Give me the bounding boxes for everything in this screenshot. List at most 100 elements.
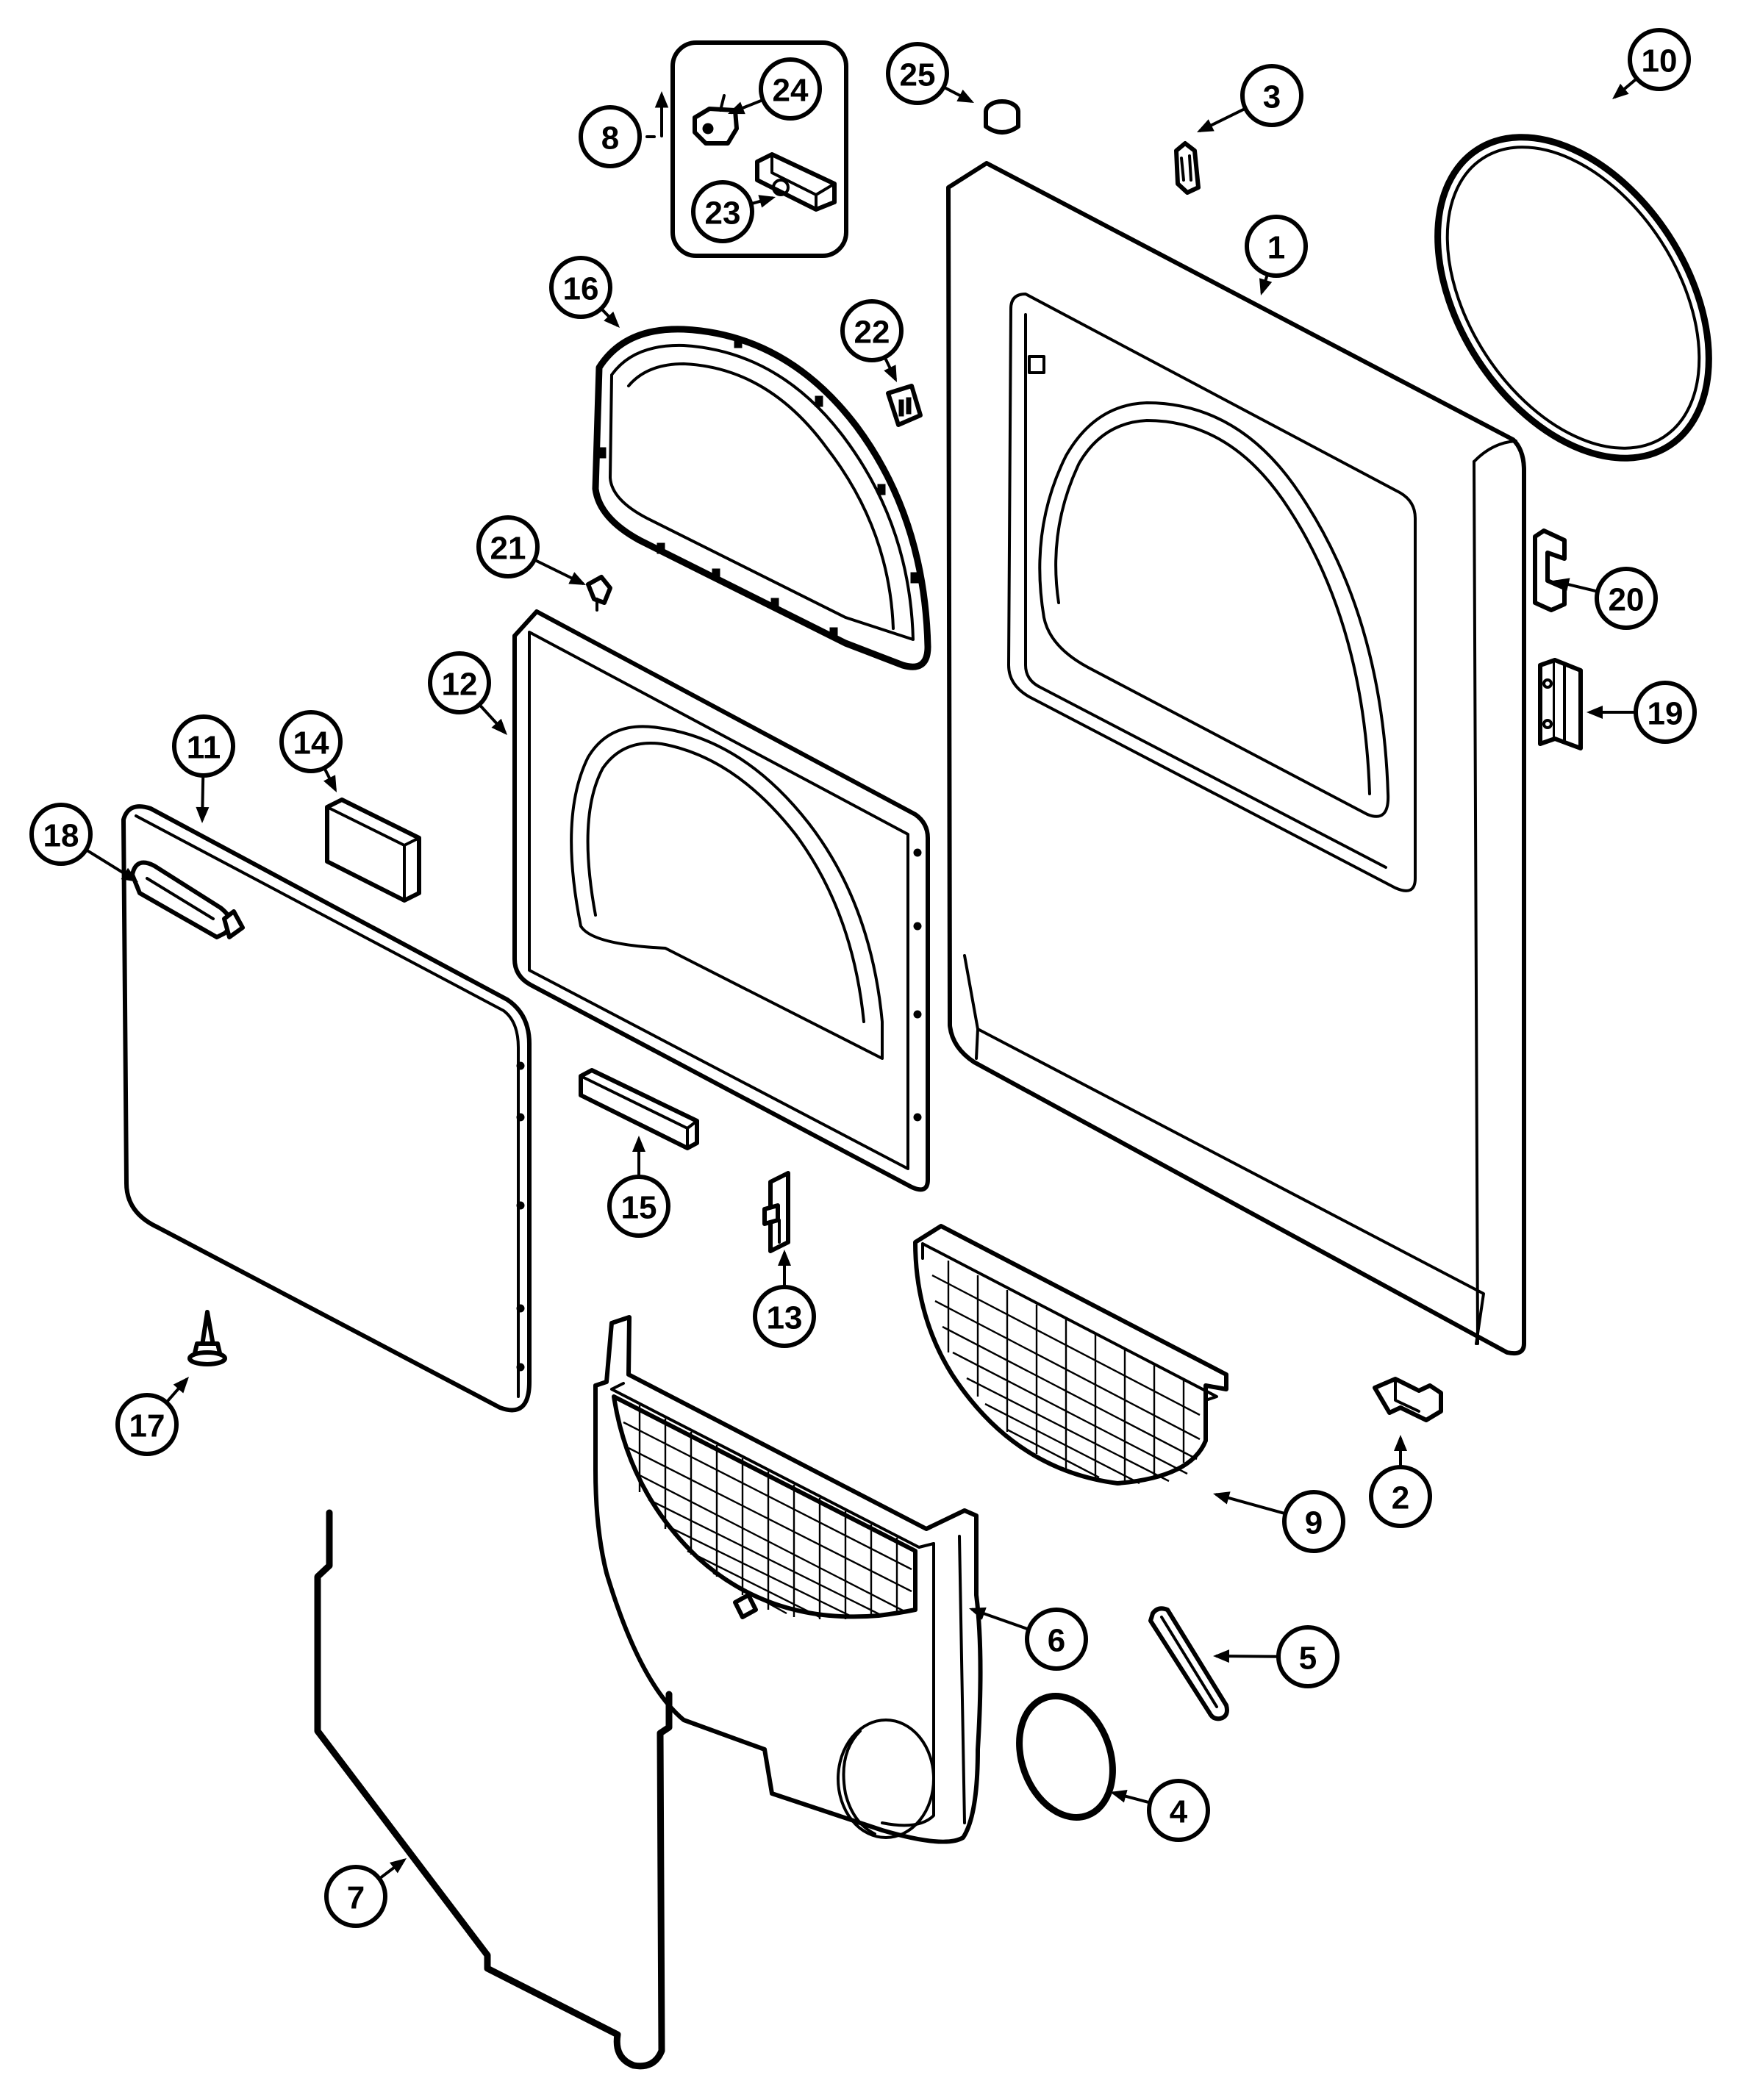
callout-label: 6 bbox=[1048, 1623, 1065, 1659]
callout-circle bbox=[1147, 1779, 1210, 1842]
part-hinge-bracket bbox=[1533, 528, 1567, 612]
callout-9: 9 bbox=[1213, 1490, 1345, 1553]
callout-label: 24 bbox=[773, 73, 809, 109]
callout-circle bbox=[172, 714, 235, 778]
callout-6: 6 bbox=[969, 1607, 1088, 1671]
part-front-panel bbox=[946, 161, 1526, 1356]
callout-17: 17 bbox=[115, 1377, 189, 1456]
callout-label: 8 bbox=[601, 121, 619, 157]
callout-arrowhead bbox=[1197, 119, 1215, 132]
part-lint-duct bbox=[593, 1315, 983, 1844]
callout-arrowhead bbox=[1110, 1790, 1128, 1803]
callout-arrowhead bbox=[491, 718, 507, 735]
callout-arrowhead bbox=[1612, 83, 1629, 99]
lint-screen-mesh bbox=[931, 1261, 1201, 1485]
callout-circle bbox=[29, 803, 93, 866]
callout-16: 16 bbox=[549, 256, 620, 328]
callout-circle bbox=[279, 710, 343, 773]
callout-circle bbox=[115, 1393, 179, 1456]
callout-arrowhead bbox=[778, 1250, 791, 1266]
callout-circle bbox=[840, 299, 904, 362]
callout-label: 13 bbox=[767, 1300, 803, 1336]
callout-label: 5 bbox=[1299, 1641, 1317, 1677]
callout-arrowhead bbox=[390, 1858, 407, 1874]
part-gasket-clip bbox=[586, 575, 612, 612]
callout-circle bbox=[324, 1865, 387, 1928]
callout-4: 4 bbox=[1110, 1779, 1210, 1842]
callout-7: 7 bbox=[324, 1858, 407, 1928]
callout-circle bbox=[1634, 681, 1697, 744]
part-outer-door bbox=[121, 804, 532, 1413]
callout-circle bbox=[1369, 1465, 1432, 1528]
callout-13: 13 bbox=[753, 1250, 816, 1348]
callout-8: 8 bbox=[579, 105, 642, 168]
callout-label: 14 bbox=[293, 725, 329, 761]
callout-label: 17 bbox=[129, 1408, 165, 1444]
callout-arrowhead bbox=[969, 1607, 987, 1620]
callout-circle bbox=[607, 1175, 670, 1238]
callout-arrowhead bbox=[884, 365, 897, 382]
callout-label: 1 bbox=[1267, 230, 1285, 266]
part-inner-door-panel bbox=[512, 609, 930, 1192]
callout-circle bbox=[476, 515, 540, 578]
callout-3: 3 bbox=[1197, 64, 1303, 133]
callout-25: 25 bbox=[886, 42, 974, 105]
callout-circle bbox=[428, 651, 491, 714]
callout-arrowhead bbox=[568, 572, 586, 585]
callout-label: 4 bbox=[1170, 1794, 1188, 1830]
part-seal-strip bbox=[314, 1509, 673, 2070]
part-clip bbox=[1174, 141, 1201, 195]
callout-23: 23 bbox=[691, 180, 776, 243]
part-hinge-plate bbox=[762, 1171, 790, 1253]
part-duct-seal bbox=[1016, 1693, 1116, 1821]
callout-19: 19 bbox=[1586, 681, 1697, 744]
callout-circle bbox=[1240, 64, 1303, 127]
callout-circle bbox=[1282, 1490, 1345, 1553]
callout-label: 7 bbox=[347, 1880, 365, 1916]
callout-label: 20 bbox=[1609, 582, 1645, 618]
callout-circle bbox=[549, 256, 612, 319]
callout-arrowhead bbox=[956, 89, 974, 103]
callout-label: 15 bbox=[621, 1190, 657, 1226]
part-duct-gasket bbox=[1148, 1606, 1229, 1721]
callout-label: 3 bbox=[1263, 79, 1281, 115]
part-inner-gasket bbox=[592, 326, 931, 670]
callout-2: 2 bbox=[1369, 1435, 1432, 1528]
callout-24: 24 bbox=[728, 57, 822, 121]
callout-arrowhead bbox=[121, 867, 138, 882]
callout-arrowhead bbox=[1213, 1649, 1230, 1663]
callout-circle bbox=[1628, 28, 1691, 91]
callout-arrowhead bbox=[1259, 278, 1273, 295]
callout-label: 10 bbox=[1642, 43, 1678, 79]
part-hinge bbox=[1538, 658, 1583, 750]
callout-arrowhead bbox=[1553, 578, 1570, 591]
callout-label: 22 bbox=[854, 315, 890, 351]
callout-10: 10 bbox=[1612, 28, 1691, 99]
callout-1: 1 bbox=[1245, 215, 1308, 295]
callout-arrowhead bbox=[323, 775, 337, 792]
part-clip-square bbox=[886, 384, 923, 427]
lint-duct-mesh bbox=[623, 1405, 912, 1619]
callout-circle bbox=[1025, 1608, 1088, 1671]
callout-circle bbox=[691, 180, 754, 243]
callout-circle bbox=[886, 42, 949, 105]
callout-circle bbox=[753, 1285, 816, 1348]
callout-15: 15 bbox=[607, 1136, 670, 1238]
callout-arrowhead bbox=[632, 1136, 645, 1152]
callout-21: 21 bbox=[476, 515, 586, 586]
callout-circle bbox=[579, 105, 642, 168]
part-door-seal bbox=[1434, 134, 1712, 462]
callout-arrowhead bbox=[1586, 706, 1603, 719]
callout-14: 14 bbox=[279, 710, 343, 792]
callout-arrowhead bbox=[196, 806, 210, 823]
callout-arrowhead bbox=[604, 311, 620, 328]
callout-label: 21 bbox=[490, 531, 526, 567]
callout-label: 19 bbox=[1648, 696, 1684, 732]
callout-11: 11 bbox=[172, 714, 235, 823]
part-lint-screen bbox=[913, 1224, 1228, 1486]
part-pad bbox=[325, 798, 421, 903]
callout-label: 23 bbox=[705, 196, 741, 232]
callout-20: 20 bbox=[1553, 567, 1658, 630]
callout-label: 18 bbox=[43, 818, 79, 854]
